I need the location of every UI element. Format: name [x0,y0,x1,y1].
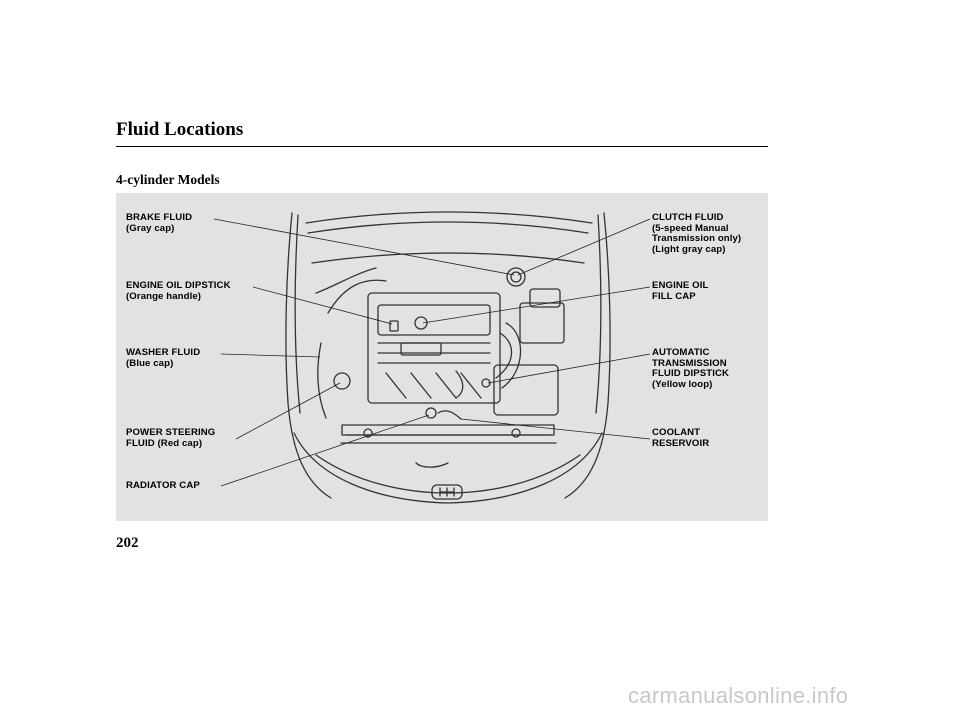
label-power-steering-fluid: POWER STEERING FLUID (Red cap) [126,427,216,449]
label-radiator-cap: RADIATOR CAP [126,480,200,491]
label-coolant-reservoir: COOLANT RESERVOIR [652,427,710,449]
label-brake-fluid: BRAKE FLUID (Gray cap) [126,212,193,234]
label-engine-oil-dipstick: ENGINE OIL DIPSTICK (Orange handle) [126,280,231,302]
title-rule [116,146,768,147]
label-clutch-fluid: CLUTCH FLUID (5-speed Manual Transmissio… [652,212,742,255]
watermark: carmanualsonline.info [628,683,849,708]
engine-bay-illustration [213,211,651,504]
page-number: 202 [116,535,139,551]
label-engine-oil-fill-cap: ENGINE OIL FILL CAP [652,280,709,302]
label-automatic-transmission-fluid-dipstick: AUTOMATIC TRANSMISSION FLUID DIPSTICK (Y… [652,347,730,390]
page-title: Fluid Locations [116,119,244,140]
section-subtitle: 4-cylinder Models [116,172,220,187]
label-washer-fluid: WASHER FLUID (Blue cap) [126,347,201,369]
engine-diagram-panel: BRAKE FLUID (Gray cap) ENGINE OIL DIPSTI… [116,193,768,521]
